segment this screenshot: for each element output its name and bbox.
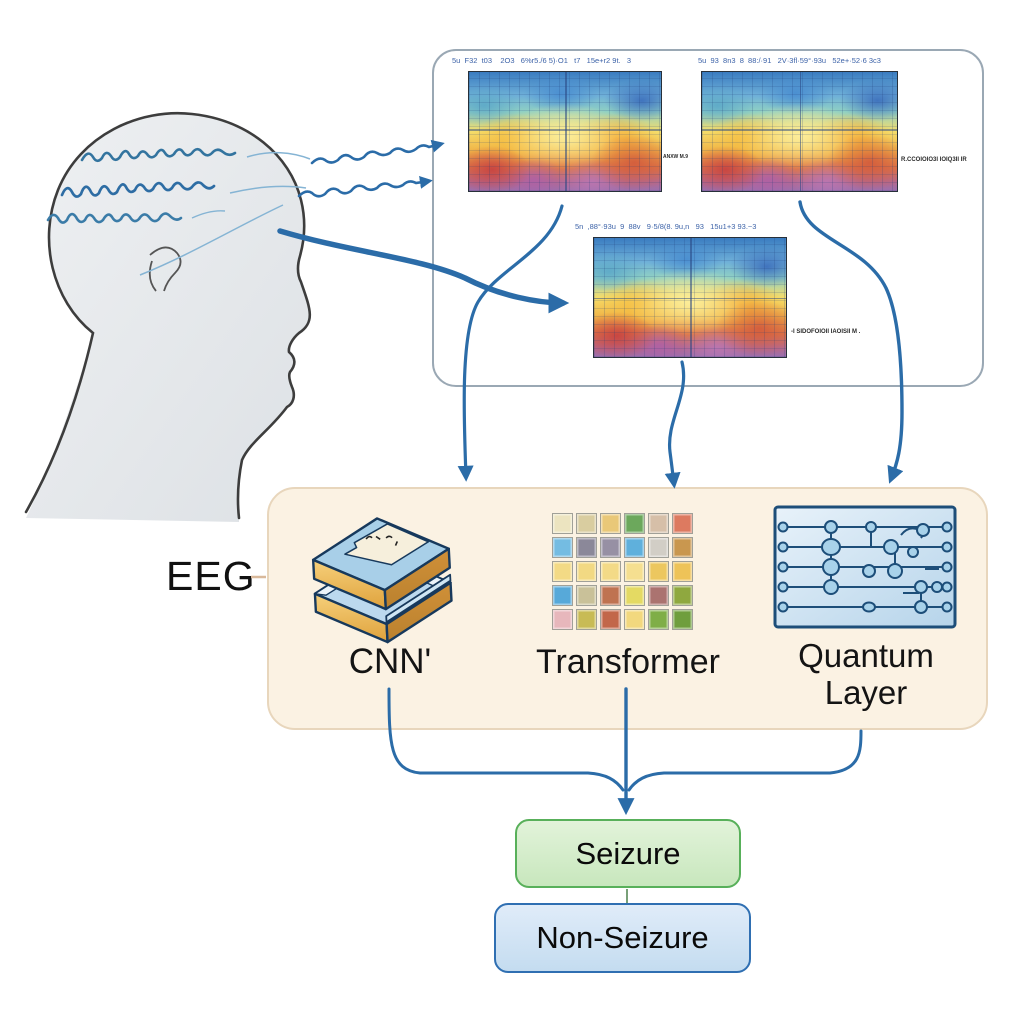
grid-cell [576, 513, 597, 534]
eeg-trace-1 [80, 147, 237, 163]
grid-cell [672, 513, 693, 534]
spectrogram-1-ticks: 5u F32 t03 2O3 6%r5./6 5)·O1 t7 15e+r2 9… [452, 56, 632, 65]
head-fill [26, 113, 310, 522]
eeg-trace-1-tail [246, 151, 311, 160]
eeg-trace-2 [60, 181, 216, 198]
eeg-trace-3 [46, 212, 183, 224]
eeg-trace-3-tail [191, 210, 226, 219]
layer-scribbles [365, 535, 399, 546]
grid-cell [624, 585, 645, 606]
eeg-label: EEG [166, 553, 256, 599]
grid-cell [600, 561, 621, 582]
spectrogram-2-side-label: R.CCOIOIO3I IOIQ3II IR [901, 157, 967, 163]
quantum-layer-label: Quantum Layer [798, 637, 934, 711]
grid-cell [576, 585, 597, 606]
quantum-circuit-icon [773, 505, 957, 629]
patch-grid-icon [552, 513, 699, 630]
seizure-label: Seizure [575, 835, 681, 871]
grid-cell [648, 537, 669, 558]
grid-cell [648, 585, 669, 606]
grid-cell [600, 585, 621, 606]
output-seizure: Seizure [515, 819, 741, 888]
grid-cell [648, 561, 669, 582]
qubit-nodes [777, 520, 953, 614]
grid-cell [600, 609, 621, 630]
spectrogram-2-image [701, 71, 898, 192]
grid-cell [552, 513, 573, 534]
grid-cell [576, 609, 597, 630]
grid-cell [552, 609, 573, 630]
ear-icon [148, 246, 182, 292]
cnn-label: CNN' [348, 642, 432, 681]
grid-cell [624, 513, 645, 534]
grid-cell [552, 585, 573, 606]
grid-cell [672, 561, 693, 582]
grid-cell [576, 537, 597, 558]
grid-cell [552, 561, 573, 582]
grid-cell [624, 609, 645, 630]
spectrogram-crosshair-h [594, 297, 786, 299]
spectrogram-3-image [593, 237, 787, 358]
spectrogram-crosshair-h [469, 129, 661, 131]
grid-cell [576, 561, 597, 582]
grid-cell [624, 537, 645, 558]
grid-cell [552, 537, 573, 558]
spectrogram-1-image [468, 71, 662, 192]
grid-cell [672, 585, 693, 606]
spectrogram-1-side-label: ANXW M.9 [663, 154, 688, 160]
grid-cell [600, 537, 621, 558]
non-seizure-label: Non-Seizure [536, 920, 709, 955]
spectrogram-3-ticks: 5n ,88°·93u 9 88v 9·5/8(8. 9u,n 93 15u1+… [575, 222, 757, 231]
spectrogram-crosshair-v [799, 72, 801, 191]
grid-cell [624, 561, 645, 582]
spectrogram-crosshair-h [702, 129, 897, 131]
output-non-seizure: Non-Seizure [494, 903, 751, 973]
grid-cell [672, 609, 693, 630]
quantum-output-line [627, 729, 863, 792]
grid-cell [672, 537, 693, 558]
cnn-stacked-layers-icon [311, 517, 453, 644]
scalp-line [139, 204, 284, 276]
grid-cell [648, 609, 669, 630]
transformer-label: Transformer [536, 643, 720, 681]
grid-cell [648, 513, 669, 534]
spectrogram-2-ticks: 5u 93 8n3 8 88:/·91 2V·3fl·59°·93u 52e+·… [698, 56, 881, 65]
spectrogram-crosshair-v [565, 72, 567, 191]
spectrogram-3-side-label: -I SIDOFOIOII IAOISII M . [791, 329, 861, 335]
grid-cell [600, 513, 621, 534]
